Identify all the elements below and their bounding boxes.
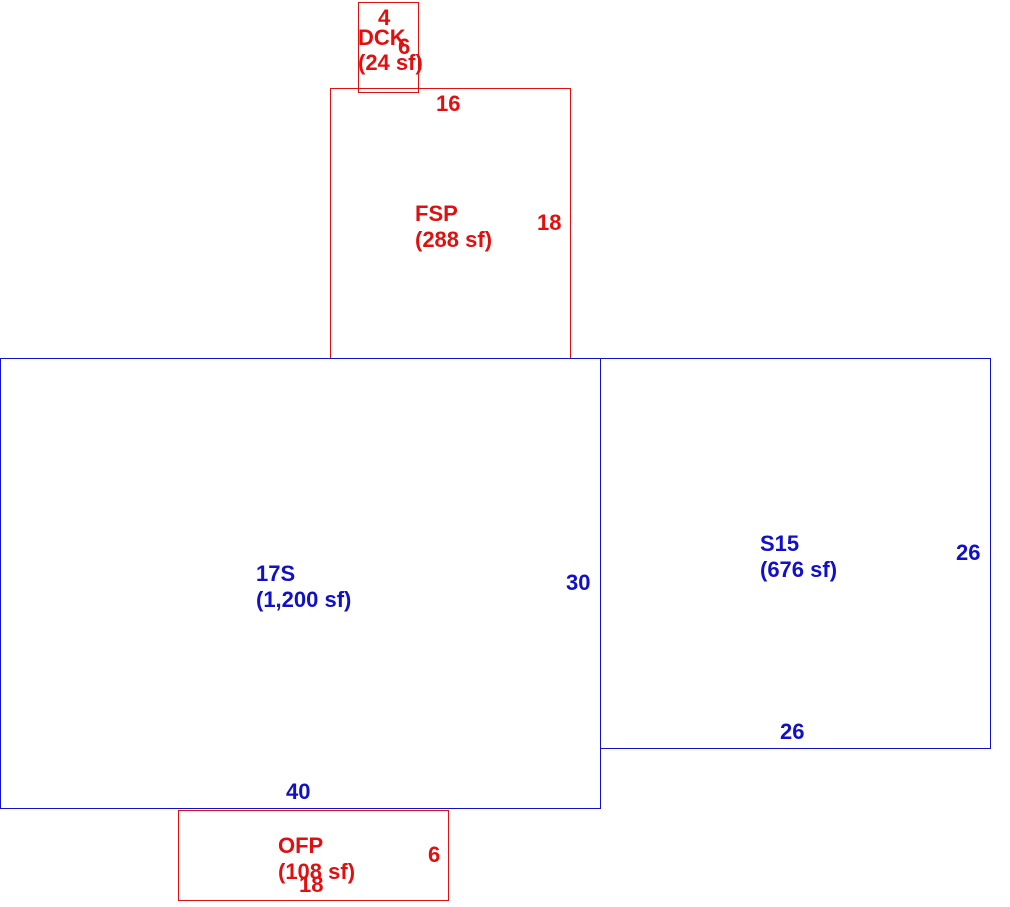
dck-code: DCK [358, 25, 406, 50]
main-code: 17S [256, 561, 296, 586]
dck-dim-top: 4 [378, 5, 391, 30]
ofp-area: (108 sf) [278, 859, 356, 884]
fsp-code: FSP [415, 201, 458, 226]
fsp-dim-side: 18 [537, 210, 562, 235]
dck-dim-side: 6 [398, 34, 411, 59]
dck-area: (24 sf) [358, 50, 423, 75]
main-dim-bottom: 40 [286, 779, 311, 804]
main-area: (1,200 sf) [256, 587, 352, 612]
ofp-dim-side: 6 [428, 842, 441, 867]
s15-outline [600, 358, 991, 749]
ofp-outline [178, 810, 449, 901]
s15-dim-side: 26 [956, 540, 981, 565]
fsp-area: (288 sf) [415, 227, 493, 252]
fsp-dim-top: 16 [436, 91, 461, 116]
s15-code: S15 [760, 531, 800, 556]
main-living-outline [0, 358, 601, 809]
dck-outline [358, 2, 419, 93]
ofp-code: OFP [278, 833, 324, 858]
ofp-dim-bottom: 18 [299, 872, 324, 897]
main-dim-side: 30 [566, 570, 591, 595]
s15-area: (676 sf) [760, 557, 838, 582]
s15-dim-bottom: 26 [780, 719, 805, 744]
